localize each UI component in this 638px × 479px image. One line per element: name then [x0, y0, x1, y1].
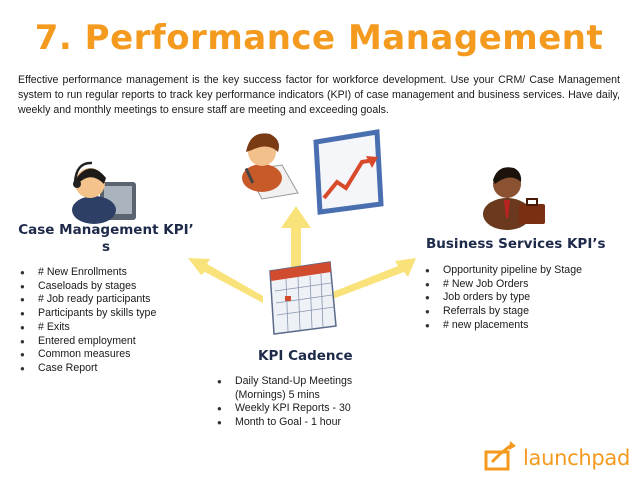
growth-chart-icon: [316, 132, 381, 212]
list-item: # Exits: [20, 321, 230, 335]
calendar-icon: [270, 262, 336, 334]
list-item: # Job ready participants: [20, 293, 230, 307]
business-services-heading: Business Services KPI’s: [426, 236, 606, 252]
list-item: Referrals by stage: [425, 305, 625, 319]
business-services-list: Opportunity pipeline by Stage # New Job …: [425, 264, 625, 333]
launchpad-logo-icon: [486, 441, 516, 469]
list-item: Opportunity pipeline by Stage: [425, 264, 625, 278]
list-item: # new placements: [425, 319, 625, 333]
list-item: # New Enrollments: [20, 266, 230, 280]
list-item: Common measures: [20, 348, 230, 362]
report-reviewer-icon: [242, 133, 298, 199]
launchpad-logo-text: launchpad: [523, 446, 630, 470]
kpi-cadence-list: Daily Stand-Up Meetings (Mornings) 5 min…: [217, 375, 397, 430]
list-item: Caseloads by stages: [20, 280, 230, 294]
list-item: Daily Stand-Up Meetings (Mornings) 5 min…: [217, 375, 397, 402]
case-management-heading-line2: s: [102, 239, 110, 255]
kpi-cadence-heading: KPI Cadence: [258, 348, 368, 364]
list-item: Month to Goal - 1 hour: [217, 416, 397, 430]
list-item: Case Report: [20, 362, 230, 376]
case-management-list: # New Enrollments Caseloads by stages # …: [20, 266, 230, 376]
list-item: Entered employment: [20, 335, 230, 349]
list-item: Participants by skills type: [20, 307, 230, 321]
case-management-heading: Case Management KPI’ s: [16, 222, 196, 256]
case-manager-icon: [72, 163, 136, 224]
list-item: # New Job Orders: [425, 278, 625, 292]
arrow-right: [330, 258, 416, 300]
businessman-icon: [483, 167, 545, 230]
case-management-heading-line1: Case Management KPI’: [18, 222, 194, 238]
list-item: Weekly KPI Reports - 30: [217, 402, 397, 416]
list-item: Job orders by type: [425, 291, 625, 305]
